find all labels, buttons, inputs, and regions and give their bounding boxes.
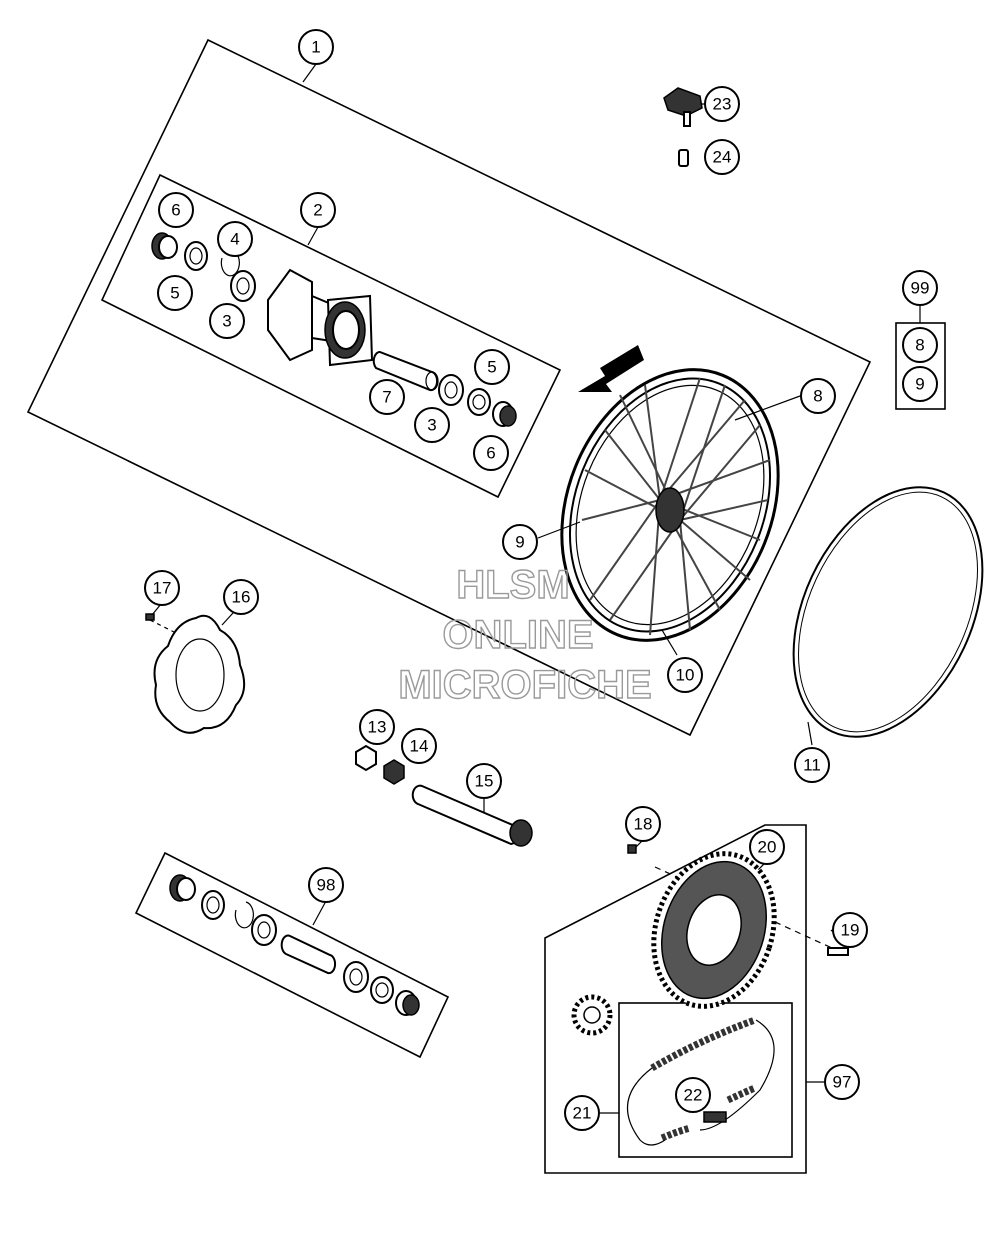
svg-text:9: 9: [515, 533, 524, 552]
rim-tape: [792, 486, 984, 738]
svg-text:8: 8: [813, 387, 822, 406]
rotation-arrow: [578, 345, 644, 392]
valve-parts: [663, 87, 703, 167]
watermark-line-1: HLSM: [456, 563, 569, 607]
callout-24: 24: [704, 139, 740, 175]
hub-parts: [151, 232, 517, 427]
svg-text:97: 97: [833, 1073, 852, 1092]
chain: [626, 1016, 775, 1146]
svg-text:5: 5: [170, 284, 179, 303]
svg-text:9: 9: [915, 375, 924, 394]
axle-parts: [355, 744, 533, 847]
svg-text:14: 14: [410, 737, 429, 756]
bearing-kit: [169, 874, 420, 1016]
hub-assembly-frame: [100, 173, 562, 499]
watermark: HLSM ONLINE MICROFICHE: [398, 562, 653, 707]
callout-20: 20: [749, 829, 785, 865]
bearing-kit-frame: [134, 851, 450, 1059]
svg-text:10: 10: [676, 666, 695, 685]
svg-text:3: 3: [427, 416, 436, 435]
svg-text:3: 3: [222, 312, 231, 331]
svg-text:6: 6: [171, 201, 180, 220]
callout-14: 14: [401, 728, 437, 764]
callout-99: 99: [902, 270, 938, 306]
callout-23: 23: [704, 86, 740, 122]
svg-text:16: 16: [232, 588, 251, 607]
callout-18: 18: [625, 806, 661, 842]
brake-disc: [145, 613, 246, 734]
callout-19: 19: [832, 912, 868, 948]
callout-6a: 6: [158, 192, 194, 228]
callout-4: 4: [217, 221, 253, 257]
svg-text:15: 15: [475, 772, 494, 791]
svg-text:1: 1: [311, 38, 320, 57]
callout-3b: 3: [414, 407, 450, 443]
front-sprocket: [571, 994, 613, 1036]
svg-text:21: 21: [573, 1104, 592, 1123]
callout-16: 16: [223, 579, 259, 615]
callout-17: 17: [144, 570, 180, 606]
callout-97: 97: [824, 1064, 860, 1100]
callout-99-8: 8: [902, 327, 938, 363]
svg-text:13: 13: [368, 718, 387, 737]
callout-11: 11: [794, 747, 830, 783]
watermark-line-3: MICROFICHE: [398, 663, 651, 707]
svg-text:22: 22: [684, 1086, 703, 1105]
callout-15: 15: [466, 763, 502, 799]
callout-99-9: 9: [902, 366, 938, 402]
callout-7: 7: [369, 379, 405, 415]
svg-text:8: 8: [915, 336, 924, 355]
callout-1: 1: [298, 29, 334, 65]
wheel-assembly-frame: [26, 38, 872, 737]
svg-text:2: 2: [313, 201, 322, 220]
wheel-rim: [560, 368, 780, 642]
rear-sprocket: [627, 844, 849, 1009]
callout-22: 22: [675, 1077, 711, 1113]
callout-13: 13: [359, 709, 395, 745]
watermark-line-2: ONLINE: [442, 613, 593, 657]
svg-text:23: 23: [713, 95, 732, 114]
callouts: 1 2 3 3 4 5 5 6 6 7 8 9 10 11 13 14 15 1…: [144, 29, 938, 1131]
callout-10: 10: [667, 657, 703, 693]
callout-98: 98: [308, 867, 344, 903]
svg-text:5: 5: [487, 358, 496, 377]
callout-2: 2: [300, 192, 336, 228]
svg-text:7: 7: [382, 388, 391, 407]
sprocket-kit-frame: [544, 824, 807, 1174]
svg-text:17: 17: [153, 579, 172, 598]
callout-3a: 3: [209, 303, 245, 339]
svg-text:20: 20: [758, 838, 777, 857]
svg-text:98: 98: [317, 876, 336, 895]
svg-text:6: 6: [486, 444, 495, 463]
callout-8: 8: [800, 378, 836, 414]
svg-text:4: 4: [230, 230, 239, 249]
callout-5b: 5: [474, 349, 510, 385]
svg-text:11: 11: [803, 756, 821, 775]
svg-text:19: 19: [841, 921, 860, 940]
callout-9: 9: [502, 524, 538, 560]
svg-text:99: 99: [911, 279, 930, 298]
callout-5a: 5: [157, 275, 193, 311]
callout-21: 21: [564, 1095, 600, 1131]
svg-text:18: 18: [634, 815, 653, 834]
svg-text:24: 24: [713, 148, 732, 167]
callout-6b: 6: [473, 435, 509, 471]
